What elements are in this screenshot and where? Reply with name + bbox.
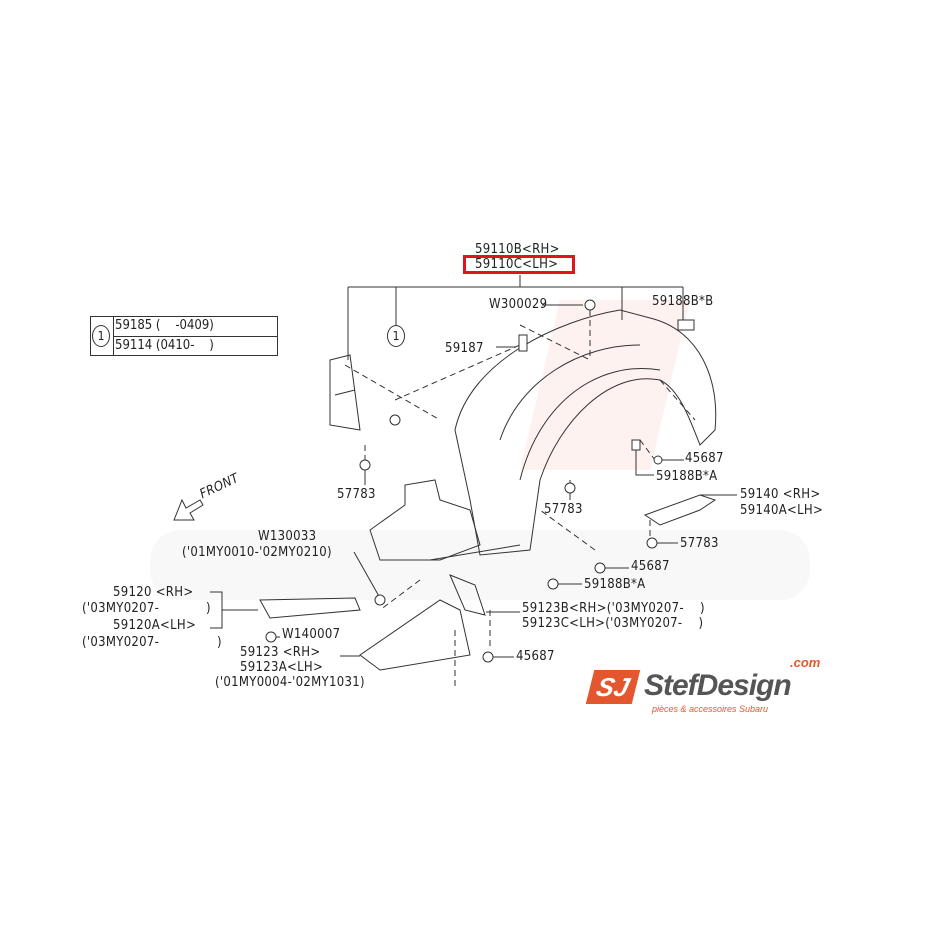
- label-59120-range: ('03MY0207-: [82, 601, 160, 616]
- note-marker: 1: [92, 325, 110, 347]
- label-59123a-lh: 59123A<LH>: [240, 660, 324, 675]
- label-45687: 45687: [516, 649, 555, 664]
- label-45687: 45687: [685, 451, 724, 466]
- logo-tagline: pièces & accessoires Subaru: [652, 704, 769, 714]
- label-59187: 59187: [445, 341, 484, 356]
- label-59120a-lh: 59120A<LH>: [113, 618, 197, 633]
- label-w140007: W140007: [282, 627, 341, 642]
- label-59123-range: ('01MY0004-'02MY1031): [215, 675, 365, 690]
- note-table: 1 59185 ( -0409) 59114 (0410- ): [90, 316, 278, 356]
- label-59188b-b: 59188B*B: [652, 294, 714, 309]
- stefdesign-logo: .com SJ StefDesign pièces & accessoires …: [585, 655, 860, 720]
- logo-name: StefDesign: [644, 669, 792, 702]
- label-59120a-range-close: ): [217, 635, 222, 650]
- label-59188b-a: 59188B*A: [584, 577, 646, 592]
- note-row: 59185 ( -0409): [115, 318, 214, 333]
- label-57783: 57783: [544, 502, 583, 517]
- label-57783: 57783: [680, 536, 719, 551]
- note-row: 59114 (0410- ): [115, 338, 214, 353]
- label-59120-rh: 59120 <RH>: [113, 585, 194, 600]
- part-number-59110c-lh: 59110C<LH>: [475, 257, 559, 272]
- label-45687: 45687: [631, 559, 670, 574]
- label-w130033: W130033: [258, 529, 317, 544]
- label-59123b: 59123B<RH>('03MY0207- ): [522, 601, 705, 616]
- label-59140a-lh: 59140A<LH>: [740, 503, 824, 518]
- label-59188b-a: 59188B*A: [656, 469, 718, 484]
- part-number-59110b-rh: 59110B<RH>: [475, 242, 560, 257]
- label-59123c: 59123C<LH>('03MY0207- ): [522, 616, 704, 631]
- callout-marker: 1: [387, 325, 405, 347]
- label-59120-range-close: ): [206, 601, 211, 616]
- label-w130033-range: ('01MY0010-'02MY0210): [182, 545, 332, 560]
- logo-mark: SJ: [585, 670, 641, 704]
- label-59123-rh: 59123 <RH>: [240, 645, 321, 660]
- highlight-box: [463, 255, 575, 274]
- label-57783: 57783: [337, 487, 376, 502]
- logo-com: .com: [790, 655, 821, 670]
- label-59140-rh: 59140 <RH>: [740, 487, 821, 502]
- label-59120a-range: ('03MY0207-: [82, 635, 160, 650]
- label-w300029: W300029: [489, 297, 548, 312]
